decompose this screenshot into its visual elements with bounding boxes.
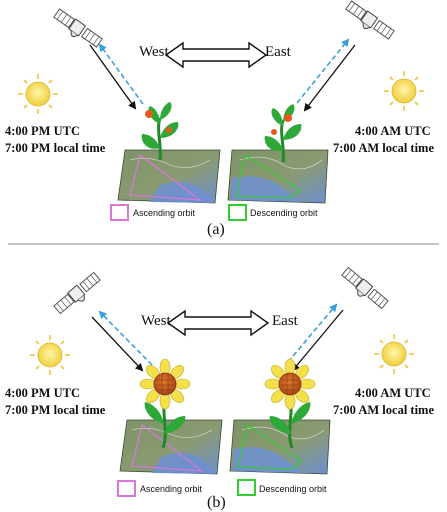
sunflower-icon xyxy=(264,358,316,449)
satellite-icon xyxy=(345,0,395,40)
illumination-arrow xyxy=(291,309,344,372)
sun-icon xyxy=(374,334,414,374)
right-time-local: 7:00 AM local time xyxy=(333,141,435,155)
ascending-legend-swatch xyxy=(110,204,129,221)
east-label: East xyxy=(272,313,298,329)
west-east-double-arrow xyxy=(164,41,268,69)
west-label: West xyxy=(141,313,171,329)
west-east-double-arrow xyxy=(166,309,270,337)
illumination-arrow xyxy=(303,44,356,112)
west-label: West xyxy=(139,44,169,60)
satellite-icon xyxy=(53,8,103,48)
illumination-arrow xyxy=(89,44,137,110)
sun-icon xyxy=(30,335,70,375)
signal-return-arrow xyxy=(296,38,350,104)
ascending-legend-swatch xyxy=(117,480,136,497)
panel-caption: (b) xyxy=(207,494,226,511)
right-time-local: 7:00 AM local time xyxy=(333,403,435,417)
left-time-utc: 4:00 PM UTC xyxy=(5,124,80,138)
satellite-icon xyxy=(341,266,389,310)
right-time-utc: 4:00 AM UTC xyxy=(355,124,431,138)
map-tile-right xyxy=(227,149,329,204)
panel-caption: (a) xyxy=(207,221,225,238)
east-label: East xyxy=(265,44,291,60)
left-time-local: 7:00 PM local time xyxy=(5,403,106,417)
signal-return-arrow xyxy=(98,310,153,366)
descending-legend-label: Descending orbit xyxy=(259,484,327,494)
panel-b xyxy=(30,266,414,475)
signal-return-arrow xyxy=(287,303,338,363)
descending-legend-label: Descending orbit xyxy=(250,208,318,218)
sunflower-icon xyxy=(139,358,191,449)
sprout-icon xyxy=(264,104,302,163)
map-tile-left xyxy=(117,149,221,204)
descending-legend-swatch xyxy=(228,204,247,221)
sun-icon xyxy=(384,71,424,111)
descending-legend-swatch xyxy=(237,479,256,496)
ascending-legend-label: Ascending orbit xyxy=(140,484,203,494)
left-time-utc: 4:00 PM UTC xyxy=(5,386,80,400)
left-time-local: 7:00 PM local time xyxy=(5,141,106,155)
illumination-arrow xyxy=(91,316,144,372)
satellite-icon xyxy=(53,271,101,315)
ascending-legend-label: Ascending orbit xyxy=(133,208,196,218)
right-time-utc: 4:00 AM UTC xyxy=(355,386,431,400)
sprout-icon xyxy=(141,102,179,161)
map-tile-left xyxy=(119,419,223,475)
signal-return-arrow xyxy=(98,43,144,105)
panel-a xyxy=(18,0,424,204)
sun-icon xyxy=(18,74,58,114)
